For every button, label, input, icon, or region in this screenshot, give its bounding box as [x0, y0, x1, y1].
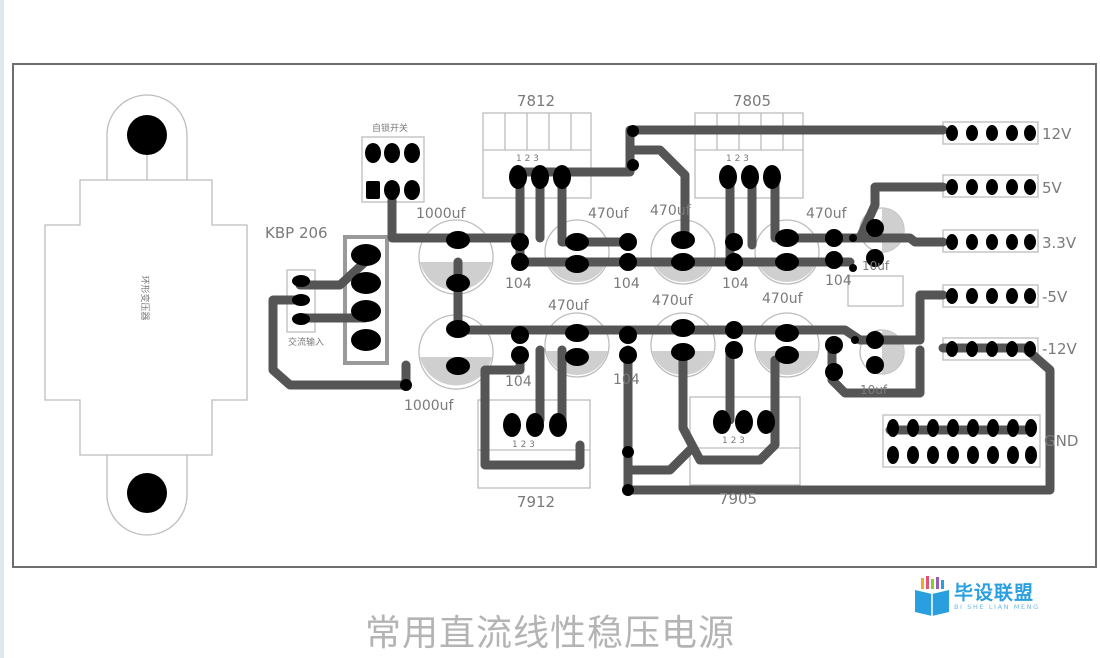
brand-watermark: 毕设联盟 BI SHE LIAN MENG: [910, 576, 1060, 616]
label-cap-470-4: 470uf: [548, 298, 590, 314]
label-cap-470-3: 470uf: [806, 206, 848, 222]
label-out-5v: 5V: [1042, 179, 1063, 197]
label-cap-470-2: 470uf: [650, 203, 692, 219]
label-cap-470-1: 470uf: [588, 206, 630, 222]
label-104-4: 104: [825, 273, 852, 289]
bridge-outline: [343, 235, 389, 365]
label-7805: 7805: [733, 92, 771, 110]
label-10uf-top: 10uf: [862, 259, 890, 273]
label-ac-input: 交流输入: [288, 336, 324, 348]
label-104-3: 104: [722, 276, 749, 292]
brand-subtitle: BI SHE LIAN MENG: [954, 603, 1040, 611]
label-104-5: 104: [505, 374, 532, 390]
label-7812: 7812: [517, 92, 555, 110]
diagram-caption: 常用直流线性稳压电源: [364, 613, 735, 654]
label-cap-470-6: 470uf: [762, 291, 804, 307]
book-logo-icon: [915, 576, 949, 616]
label-104-2: 104: [613, 276, 640, 292]
label-104-6: 104: [613, 372, 640, 388]
label-switch: 自锁开关: [372, 122, 408, 134]
label-10uf-bottom: 10uf: [860, 383, 888, 397]
transformer-label: 环形变压器: [139, 275, 151, 320]
brand-name: 毕设联盟: [954, 582, 1035, 604]
label-cap-1000-top: 1000uf: [416, 206, 467, 222]
label-out-minus-5v: -5V: [1042, 288, 1068, 306]
label-7905: 7905: [719, 490, 757, 508]
silkscreen-labels: 7812 7805 7912 7905 KBP 206 自锁开关 交流输入 10…: [265, 92, 1078, 511]
label-out-gnd: GND: [1044, 432, 1078, 450]
pads: [292, 125, 1037, 496]
label-cap-470-5: 470uf: [652, 293, 694, 309]
label-pins-7805: 1 2 3: [726, 154, 749, 164]
label-cap-1000-bottom: 1000uf: [404, 398, 455, 414]
label-out-12v: 12V: [1042, 125, 1072, 143]
label-104-1: 104: [505, 276, 532, 292]
label-7912: 7912: [517, 493, 555, 511]
mount-hole-top: [127, 115, 167, 155]
label-pins-7812: 1 2 3: [516, 154, 539, 164]
label-bridge: KBP 206: [265, 224, 328, 242]
mount-hole-bottom: [127, 473, 167, 513]
pcb-layout: 环形变压器: [12, 63, 1097, 568]
transformer-footprint: 环形变压器: [44, 94, 248, 536]
window-edge: [0, 0, 4, 658]
label-pins-7905: 1 2 3: [722, 436, 745, 446]
label-out-3v3: 3.3V: [1042, 234, 1077, 252]
label-out-minus-12v: -12V: [1042, 340, 1077, 358]
label-pins-7912: 1 2 3: [512, 440, 535, 450]
